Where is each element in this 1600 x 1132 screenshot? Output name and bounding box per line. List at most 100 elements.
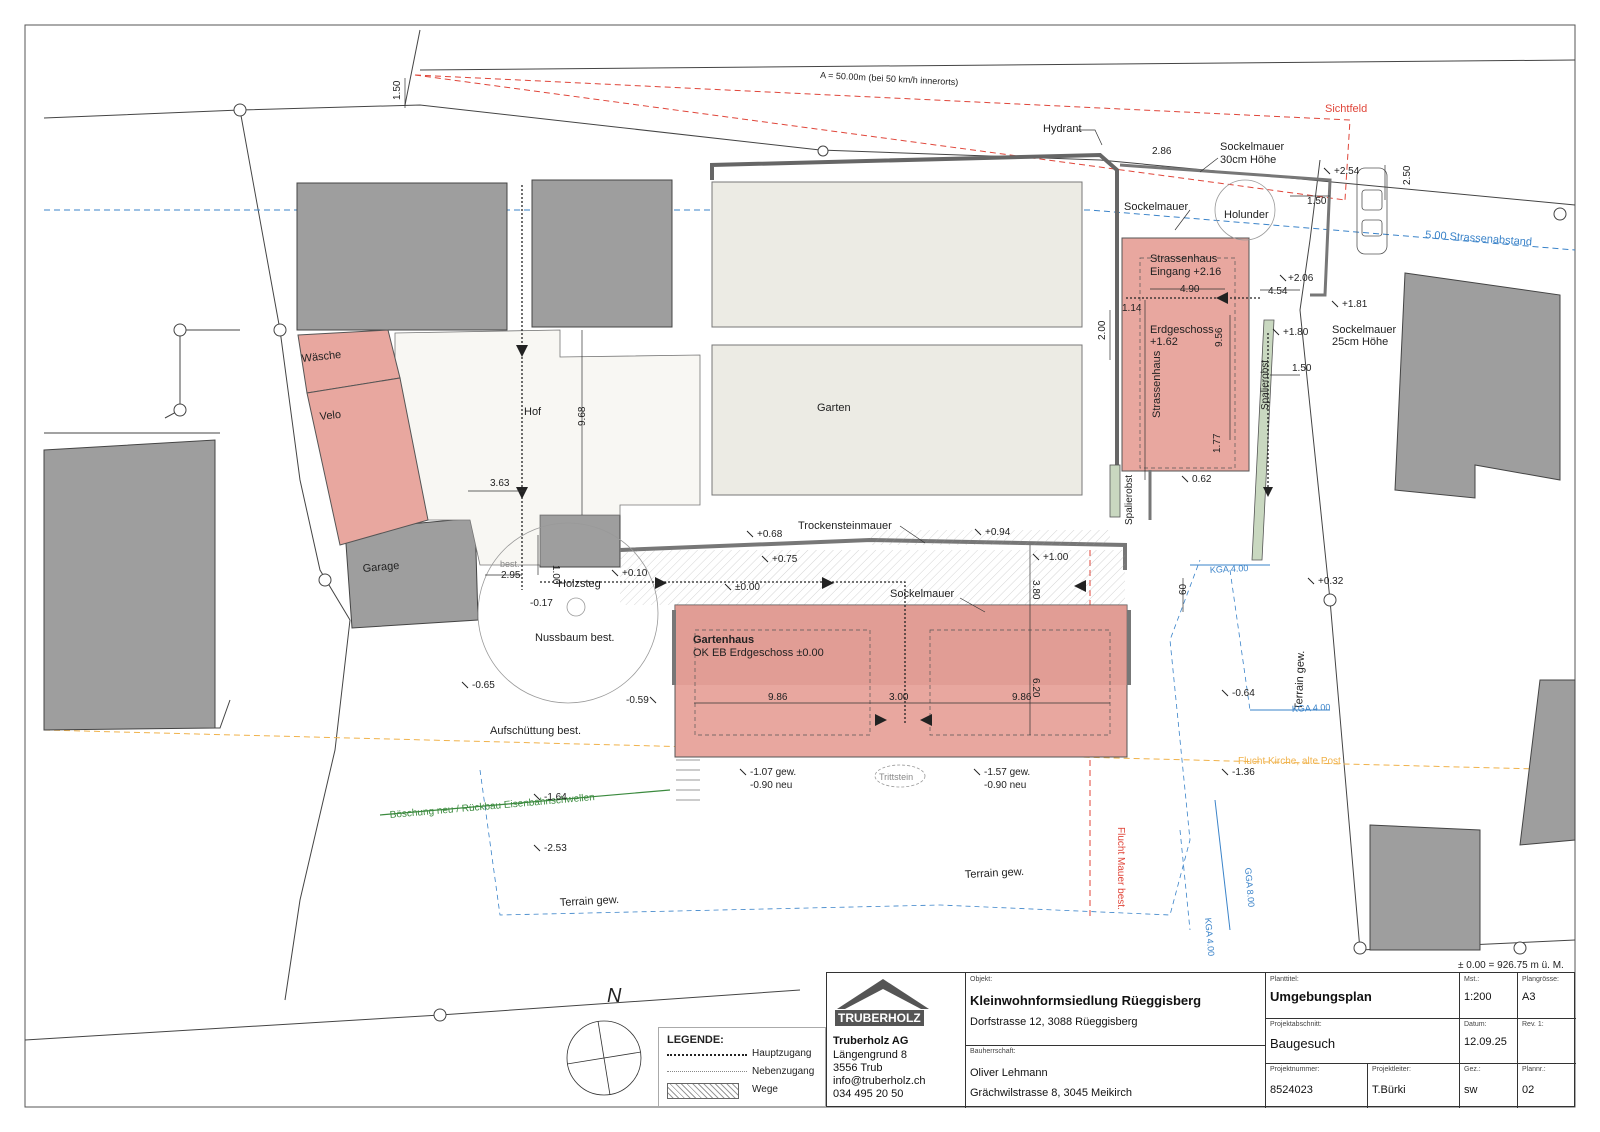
label-sockelmauer-left: Sockelmauer <box>1124 201 1189 213</box>
dim-620: 6.20 <box>1030 678 1041 698</box>
lvl-064: -0.64 <box>1232 688 1255 699</box>
label-sockelmauer-30: Sockelmauer <box>1220 141 1285 153</box>
lvl-075: +0.75 <box>772 554 798 565</box>
waesche-velo <box>297 329 429 546</box>
boeschung-line <box>379 789 671 816</box>
legend-wege: Wege <box>752 1084 778 1095</box>
label-sockelmauer-25: Sockelmauer <box>1332 324 1397 336</box>
nussbaum-tree <box>477 522 659 704</box>
existing-buildings <box>43 179 1576 951</box>
label-terrain-3: Terrain gew. <box>1293 650 1307 710</box>
label-sockelmauer-30-h: 30cm Höhe <box>1220 154 1276 166</box>
label-sockelmauer-mid: Sockelmauer <box>890 588 955 600</box>
label-kga-2: KGA 4.00 <box>1292 702 1331 714</box>
plannr: 02 <box>1522 1084 1535 1096</box>
lvl-253: -2.53 <box>544 843 567 854</box>
datum: 12.09.25 <box>1464 1036 1507 1048</box>
strassenabstand-line <box>44 209 1576 251</box>
legend-nebenzugang: Nebenzugang <box>752 1066 815 1077</box>
lvl-068: +0.68 <box>757 529 783 540</box>
planttitel-label: Planttitel: <box>1270 976 1299 983</box>
hauptzugang-arrows <box>516 292 1273 726</box>
company-name: Truberholz AG <box>833 1035 909 1047</box>
gartenhaus-inner <box>694 629 1111 736</box>
label-trockensteinmauer: Trockensteinmauer <box>798 520 892 532</box>
mst: 1:200 <box>1464 991 1492 1003</box>
plangroesse-label: Plangrösse: <box>1522 976 1559 983</box>
dim-295: 2.95 <box>501 570 521 581</box>
dim-150a: 1.50 <box>392 80 403 100</box>
projnr-label: Projektnummer: <box>1270 1066 1320 1073</box>
plannr-label: Plannr.: <box>1522 1066 1546 1073</box>
lvl-100: +1.00 <box>1043 552 1069 563</box>
label-sichtfeld: Sichtfeld <box>1325 103 1367 115</box>
label-strassenhaus-vert: Strassenhaus <box>1151 350 1163 418</box>
label-sockelmauer-25-h: 25cm Höhe <box>1332 336 1388 348</box>
dim-250: 2.50 <box>1402 165 1413 185</box>
lvl-164: -1.64 <box>544 792 567 803</box>
label-strassenhaus-eingang-2: Eingang +2.16 <box>1150 266 1221 278</box>
label-erdgeschoss-2: +1.62 <box>1150 336 1178 348</box>
tb-sep-5 <box>1367 1063 1368 1108</box>
lvl-090a: -0.90 neu <box>750 780 792 791</box>
company-city: 3556 Trub <box>833 1062 883 1074</box>
title-block: TRUBERHOLZ Truberholz AG Längengrund 8 3… <box>826 972 1576 1108</box>
label-strassenabstand: 5.00 Strassenabstand <box>1425 229 1533 248</box>
dim-490: 4.90 <box>1180 284 1200 295</box>
label-trittstein: Trittstein <box>879 772 913 782</box>
label-holzsteg: Holzsteg <box>558 578 601 590</box>
lvl-094: +0.94 <box>985 527 1011 538</box>
logo-roof-inner <box>845 989 921 1009</box>
dim-150b: 1.50 <box>1307 196 1327 207</box>
north-label: N <box>607 985 622 1007</box>
tb-hsep-2 <box>1265 1018 1576 1019</box>
label-terrain-2: Terrain gew. <box>965 866 1025 881</box>
lvl-000: ±0.00 <box>735 582 760 593</box>
abschnitt-label: Projektabschnitt: <box>1270 1021 1322 1028</box>
label-sichtweite: A = 50.00m (bei 50 km/h innerorts) <box>820 70 959 87</box>
lvl-017: -0.17 <box>530 598 553 609</box>
dim-380: 3.80 <box>1030 580 1041 600</box>
spalierobst <box>1109 319 1275 561</box>
label-holunder: Holunder <box>1224 209 1269 221</box>
label-kga-3: KGA 4.00 <box>1203 917 1216 956</box>
lvl-180: +1.80 <box>1283 327 1309 338</box>
dim-286: 2.86 <box>1152 146 1172 157</box>
dim-363: 3.63 <box>490 478 510 489</box>
label-erdgeschoss-1: Erdgeschoss <box>1150 324 1214 336</box>
label-flucht-kirche: Flucht Kirche, alte Post <box>1238 756 1341 767</box>
level-values: +2.54 +2.06 +1.81 +1.80 0.62 +0.68 +0.94… <box>472 166 1368 854</box>
rev-label: Rev. 1: <box>1522 1021 1544 1028</box>
dim-60: 60 <box>1178 583 1189 595</box>
strassenhaus <box>1121 237 1250 472</box>
label-gartenhaus-1: Gartenhaus <box>693 634 754 646</box>
label-strassenhaus-eingang-1: Strassenhaus <box>1150 253 1218 265</box>
label-spalierobst-1: Spalierobst <box>1260 360 1271 410</box>
weg-hatch <box>620 550 1125 605</box>
label-aufschuettung: Aufschüttung best. <box>490 725 581 737</box>
company-street: Längengrund 8 <box>833 1049 908 1061</box>
datum-label: Datum: <box>1464 1021 1487 1028</box>
lvl-157: -1.57 gew. <box>984 767 1030 778</box>
lvl-090b: -0.90 neu <box>984 780 1026 791</box>
objekt-label: Objekt: <box>970 976 993 983</box>
dim-968: 9.68 <box>577 406 588 426</box>
lvl-136: -1.36 <box>1232 767 1255 778</box>
label-hydrant: Hydrant <box>1043 123 1082 135</box>
bauherr-name: Oliver Lehmann <box>970 1067 1048 1079</box>
tb-sep-4 <box>1517 973 1518 1108</box>
dim-956: 9.56 <box>1214 327 1225 347</box>
dim-986b: 9.86 <box>1012 692 1032 703</box>
parcel-points <box>173 103 1567 1022</box>
label-kga-1: KGA 4.00 <box>1210 563 1249 575</box>
label-terrain-1: Terrain gew. <box>560 894 620 909</box>
mst-label: Mst.: <box>1464 976 1480 983</box>
sheet-border <box>24 24 1576 1108</box>
dim-150c: 1.50 <box>1292 363 1312 374</box>
gez: sw <box>1464 1084 1478 1096</box>
stairs <box>676 759 700 801</box>
bauherr-address: Grächwilstrasse 8, 3045 Meikirch <box>970 1087 1133 1099</box>
legend-hauptzugang: Hauptzugang <box>752 1048 812 1059</box>
objekt-address: Dorfstrasse 12, 3088 Rüeggisberg <box>970 1016 1138 1028</box>
car-icon <box>1356 167 1388 255</box>
